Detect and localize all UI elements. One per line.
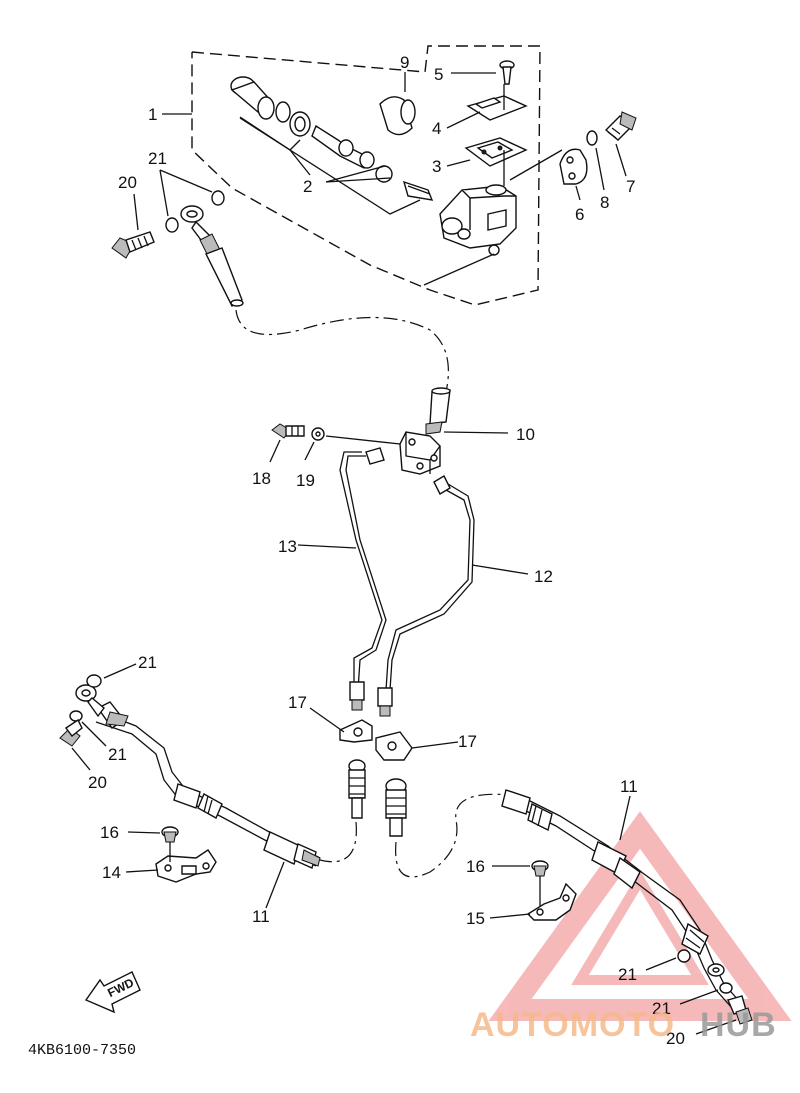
- callout-21-left-bottom: 21: [108, 745, 127, 764]
- copper-washer: [86, 674, 102, 688]
- right-union-bolt: [727, 995, 753, 1025]
- right-hose-bracket: [526, 882, 577, 921]
- holder-bolt: [604, 111, 637, 141]
- circlip: [275, 101, 291, 123]
- callout-21-upper: 21: [148, 149, 167, 168]
- right-hose-upper-end: [385, 778, 407, 837]
- callout-21-right-top: 21: [618, 965, 637, 984]
- callout-8: 8: [600, 193, 609, 212]
- left-brake-hose: [95, 701, 321, 869]
- upper-brake-hose-end: [180, 205, 244, 307]
- watermark-logo: [488, 811, 792, 1021]
- watermark-triangle: [488, 811, 792, 1021]
- callout-2: 2: [303, 177, 312, 196]
- joint-hose-end: [425, 387, 451, 435]
- callout-14: 14: [102, 863, 121, 882]
- callout-20-upper: 20: [118, 173, 137, 192]
- copper-washer: [719, 982, 733, 994]
- bracket-bolt: [161, 826, 179, 862]
- watermark-inner-triangle: [571, 870, 709, 985]
- master-cylinder-body: [439, 184, 517, 256]
- callout-7: 7: [626, 177, 635, 196]
- right-hose-link: [395, 793, 511, 878]
- callout-21-left-top: 21: [138, 653, 157, 672]
- callout-6: 6: [575, 205, 584, 224]
- callout-13: 13: [278, 537, 297, 556]
- bracket-bolt: [531, 860, 549, 906]
- piston-kit: [289, 111, 434, 201]
- washer: [586, 130, 598, 146]
- left-union-bolt: [59, 718, 83, 747]
- callout-19: 19: [296, 471, 315, 490]
- callout-10: 10: [516, 425, 535, 444]
- copper-washer: [69, 710, 83, 722]
- callout-1: 1: [148, 105, 157, 124]
- forward-direction-arrow: FWD: [84, 971, 141, 1014]
- upper-brake-hose: [235, 309, 449, 393]
- callout-11-left: 11: [252, 907, 270, 926]
- brake-pipe-13: [339, 447, 387, 691]
- right-brake-hose: [501, 789, 741, 1009]
- hose-clip: [375, 731, 413, 761]
- callout-16-right: 16: [466, 857, 485, 876]
- copper-washer: [165, 217, 179, 233]
- callout-20-right: 20: [666, 1029, 685, 1048]
- callout-18: 18: [252, 469, 271, 488]
- dust-boot: [230, 76, 275, 120]
- callout-11-right: 11: [620, 777, 638, 796]
- callout-9: 9: [400, 53, 409, 72]
- callout-16-left: 16: [100, 823, 119, 842]
- callout-15: 15: [466, 909, 485, 928]
- reservoir-cap: [464, 137, 528, 167]
- cap-screw: [499, 60, 515, 85]
- hose-clip: [339, 719, 373, 743]
- brake-pipe-12: [385, 475, 475, 691]
- watermark-text-part1: AUTOMOTO: [470, 1006, 675, 1044]
- upper-union-bolt: [111, 231, 155, 259]
- three-way-joint: [399, 431, 441, 475]
- watermark-text: AUTOMOTO HUB: [470, 1006, 777, 1044]
- right-union-end: [707, 963, 725, 977]
- callout-12: 12: [534, 567, 553, 586]
- callout-17-left: 17: [288, 693, 307, 712]
- diagram-part-code: 4KB6100-7350: [28, 1042, 136, 1059]
- copper-washer: [677, 949, 691, 963]
- left-hose-link: [319, 821, 357, 863]
- callout-20-left: 20: [88, 773, 107, 792]
- callout-21-right-bottom: 21: [652, 999, 671, 1018]
- cap-plate: [466, 84, 528, 121]
- callout-4: 4: [432, 119, 441, 138]
- pipe-nuts: [349, 681, 393, 717]
- callout-17-right: 17: [458, 732, 477, 751]
- cap-diaphragm: [379, 96, 416, 136]
- joint-bolt: [271, 423, 305, 439]
- callout-3: 3: [432, 157, 441, 176]
- left-hose-upper-end: [348, 759, 366, 819]
- copper-washer: [211, 190, 225, 206]
- left-union-end: [75, 684, 105, 718]
- master-cylinder-parts: [230, 60, 637, 286]
- callout-5: 5: [434, 65, 443, 84]
- left-hose-bracket: [155, 849, 217, 883]
- holder: [559, 148, 588, 185]
- watermark-text-part2: HUB: [700, 1006, 777, 1044]
